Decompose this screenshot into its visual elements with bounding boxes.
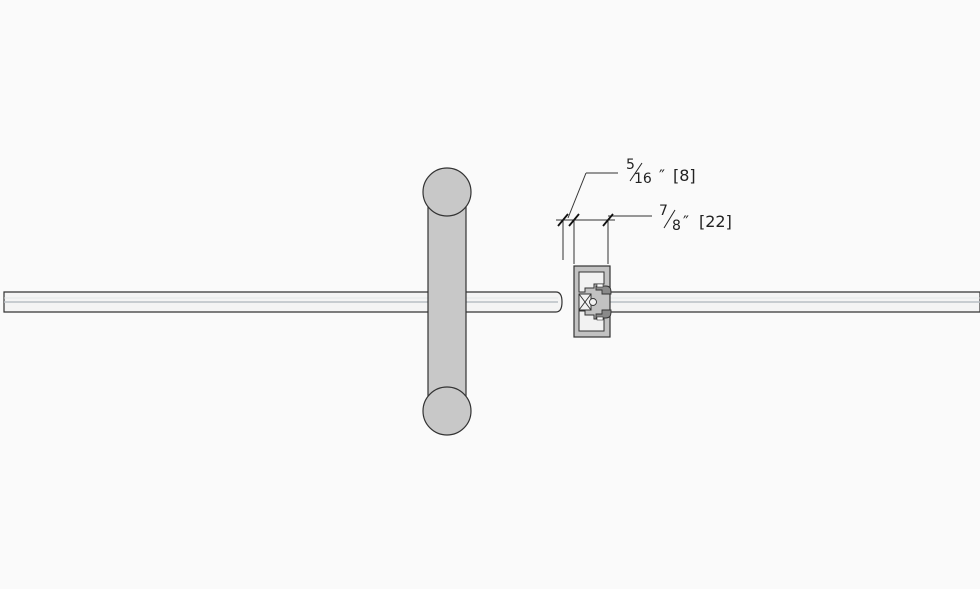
large-unit: ″ — [683, 212, 689, 231]
small-unit: ″ — [659, 166, 665, 185]
dimension-ticks — [557, 213, 614, 227]
right-glass-panel — [599, 291, 980, 313]
aluminum-profile — [573, 265, 612, 338]
door-handle — [422, 167, 472, 436]
large-metric: [22] — [699, 212, 732, 231]
left-glass-panel — [3, 291, 563, 313]
small-metric: [8] — [673, 166, 696, 185]
dimension-label-large: 7 8 ″ [22] — [659, 203, 732, 234]
large-numerator: 7 — [659, 203, 668, 219]
dimension-label-small: 5 16 ″ [8] — [626, 157, 696, 187]
large-denominator: 8 — [672, 218, 681, 234]
small-denominator: 16 — [634, 171, 652, 187]
small-numerator: 5 — [626, 157, 635, 173]
dimension-lines — [556, 172, 652, 264]
